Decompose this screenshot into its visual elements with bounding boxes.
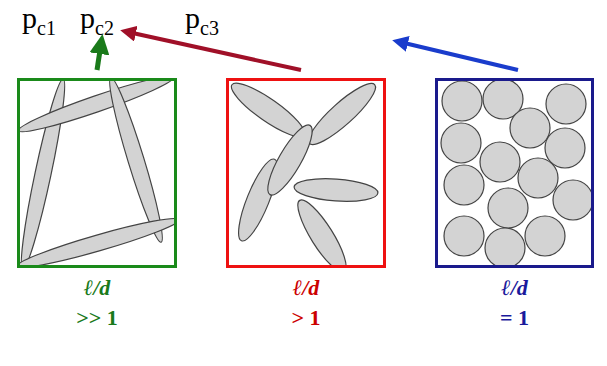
pointer-arrow bbox=[97, 44, 101, 70]
threshold-label: pc2 bbox=[80, 0, 114, 39]
aspect-ratio-caption: ℓ/d>> 1 bbox=[0, 273, 204, 333]
rod-particles bbox=[18, 79, 176, 267]
particle-box: ℓ/d>> 1 bbox=[17, 78, 177, 268]
aspect-ratio-caption: ℓ/d> 1 bbox=[199, 273, 413, 333]
sphere-particles bbox=[441, 79, 593, 267]
aspect-ratio-text: ℓ/d bbox=[199, 273, 413, 303]
aspect-ratio-text: ℓ/d bbox=[408, 273, 607, 303]
pointer-arrow bbox=[400, 42, 518, 70]
particle-box: ℓ/d> 1 bbox=[226, 78, 386, 268]
aspect-ratio-text: > 1 bbox=[199, 303, 413, 333]
particle-box: ℓ/d= 1 bbox=[435, 78, 594, 268]
aspect-ratio-caption: ℓ/d= 1 bbox=[408, 273, 607, 333]
aspect-ratio-text: >> 1 bbox=[0, 303, 204, 333]
aspect-ratio-text: = 1 bbox=[408, 303, 607, 333]
threshold-label: pc3 bbox=[185, 0, 219, 39]
ellipsoid-particles bbox=[227, 79, 382, 267]
threshold-label: pc1 bbox=[22, 0, 56, 39]
aspect-ratio-text: ℓ/d bbox=[0, 273, 204, 303]
